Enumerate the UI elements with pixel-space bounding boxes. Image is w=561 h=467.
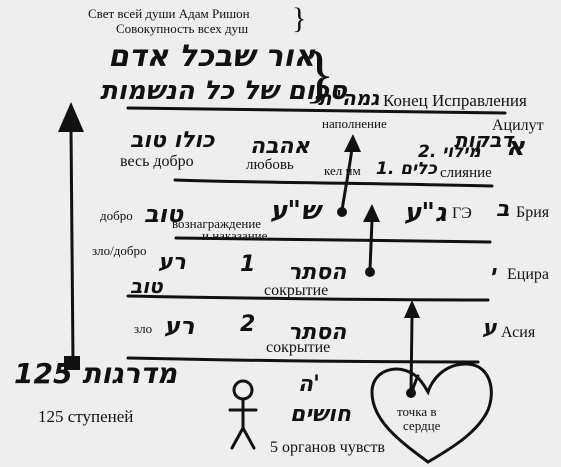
hebrew-sum-of-all-souls: סכום של כל הנשמות (100, 76, 347, 106)
hebrew-he: ה' (298, 372, 320, 397)
reward-label: вознаграждение (172, 216, 262, 231)
arrow-2-head (363, 204, 380, 222)
header-line-1: Свет всей души Адам Ришон (88, 6, 250, 21)
point-in-heart-line-1: точка в (397, 404, 437, 419)
yetzira-label: Ецира (507, 266, 549, 283)
divider-yetzira (126, 294, 490, 302)
person-head (232, 379, 254, 401)
point-dot-yetzira (365, 267, 375, 277)
hebrew-gan-eden: ג"ע (404, 198, 447, 228)
love-label: любовь (246, 157, 294, 173)
merging-label: слияние (440, 165, 492, 181)
arrow-1-shaft (409, 316, 414, 394)
concealment-label-1: сокрытие (264, 282, 329, 299)
divider-atzilut (173, 178, 494, 188)
filling-label: наполнение (322, 116, 387, 131)
vessels-label: кел им (324, 163, 361, 178)
arrow-2-shaft (368, 218, 374, 272)
beria-label: Брия (516, 204, 550, 221)
hebrew-gmar-tikkun: גמה"ת (318, 86, 380, 110)
atzilut-label: Ацилут (492, 117, 544, 134)
hester-number-2: 2 (240, 312, 256, 337)
hebrew-ahava: אהבה (250, 134, 310, 159)
concealment-label-2: сокрытие (266, 339, 331, 356)
end-of-correction-label: Конец Исправления (383, 91, 527, 110)
ladder-arrow-head (58, 102, 84, 132)
hebrew-sahar-veonesh: ש"ע (270, 196, 321, 226)
hebrew-125-madregot: 125 מדרגות (14, 357, 178, 390)
person-left-leg (230, 426, 245, 450)
hebrew-ra-yetzira: רע (158, 250, 186, 275)
hebrew-tov-yetzira: טוב (130, 274, 163, 298)
hebrew-or-shebechol-adam: אור שבכל אדם (108, 39, 316, 74)
heart-shape (370, 362, 493, 464)
hebrew-ra-asiya: רע (164, 312, 195, 340)
hebrew-hester-2: הסתר (288, 320, 347, 345)
header-brace: } (292, 2, 307, 35)
hebrew-tov-beria: טוב (144, 200, 184, 228)
big-brace: } (304, 38, 335, 109)
point-dot-heart (406, 388, 416, 398)
divider-beria (174, 236, 492, 244)
person-right-leg (241, 426, 256, 450)
divider-asiya (126, 356, 480, 364)
five-senses-label: 5 органов чувств (270, 439, 385, 456)
point-dot-beria (337, 207, 347, 217)
hebrew-milui: 2. מילוי (418, 142, 481, 162)
point-in-heart-line-2: сердце (403, 418, 441, 433)
all-good-label: весь добро (120, 153, 194, 170)
ladder-base-block (64, 356, 80, 370)
hester-number-1: 1 (240, 252, 256, 277)
hebrew-kelim: 1. כלים (376, 159, 437, 179)
arrow-1-head (404, 300, 420, 318)
125-steps-label: 125 ступеней (38, 407, 134, 426)
evil-label: зло (134, 321, 153, 336)
hebrew-hester-1: הסתר (288, 260, 347, 285)
header-line-2: Совокупность всех душ (116, 21, 249, 36)
hebrew-kulo-tov: כולו טוב (130, 128, 215, 153)
asiya-letter: ע (482, 316, 497, 341)
hebrew-dveikut: דבקות (454, 128, 514, 152)
punishment-label: и наказание (202, 228, 268, 243)
ge-label: ГЭ (452, 205, 472, 222)
arrow-3-shaft (340, 146, 354, 212)
hebrew-hushim: חושים (290, 402, 351, 427)
good-label: добро (100, 208, 133, 223)
ladder-arrow-shaft (69, 126, 75, 364)
atzilut-letter: א (506, 132, 525, 162)
evil-good-label: зло/добро (92, 243, 147, 258)
beria-letter: ב (496, 197, 510, 222)
arrow-3-head (344, 134, 361, 152)
yetzira-letter: י (490, 260, 496, 284)
divider-top (126, 106, 507, 115)
asiya-label: Асия (501, 324, 536, 341)
